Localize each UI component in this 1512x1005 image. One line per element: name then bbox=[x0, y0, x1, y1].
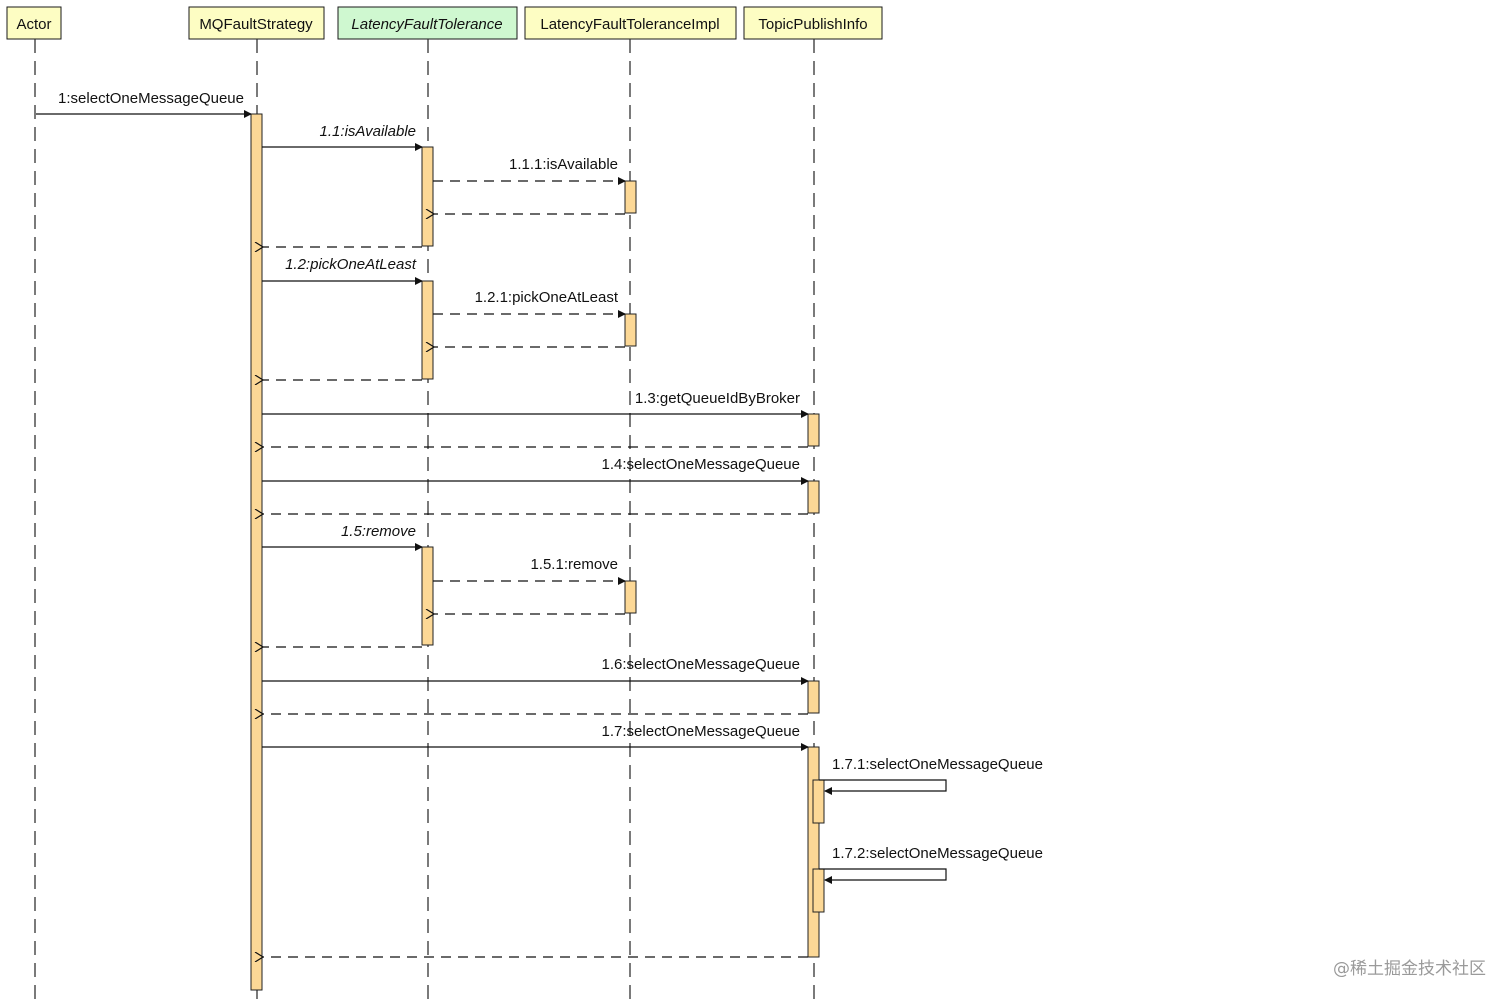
message-label-1-3: 1.3:getQueueIdByBroker bbox=[635, 390, 800, 407]
activation-tpi-selectonemessagequeue-6 bbox=[807, 680, 820, 714]
participant-box-actor bbox=[6, 6, 62, 40]
activation-lft-remove bbox=[421, 546, 434, 646]
activation-tpi-selectonemessagequeue-4 bbox=[807, 480, 820, 514]
message-label-1-7-2: 1.7.2:selectOneMessageQueue bbox=[832, 845, 1043, 862]
activation-tpi-self-7-2 bbox=[812, 868, 825, 913]
message-label-1-1-1: 1.1.1:isAvailable bbox=[509, 156, 618, 173]
activation-lft-pickoneatleast bbox=[421, 280, 434, 380]
activation-lft-isavailable bbox=[421, 146, 434, 247]
activation-tpi-getqueueidbybroker bbox=[807, 413, 820, 447]
participant-box-mqfaultstrategy bbox=[188, 6, 325, 40]
self-call-arrow-1-7-1 bbox=[819, 779, 947, 795]
participant-label-latencyfaulttoleranceimpl: LatencyFaultToleranceImpl bbox=[540, 16, 719, 33]
activation-tpi-self-7-1 bbox=[812, 779, 825, 824]
activation-lfti-remove bbox=[624, 580, 637, 614]
activation-lfti-isavailable bbox=[624, 180, 637, 214]
message-label-1-5-1: 1.5.1:remove bbox=[530, 556, 618, 573]
message-label-1-7: 1.7:selectOneMessageQueue bbox=[602, 723, 800, 740]
participant-topicpublishinfo: TopicPublishInfo bbox=[743, 6, 883, 40]
message-label-1-7-1: 1.7.1:selectOneMessageQueue bbox=[832, 756, 1043, 773]
participant-label-latencyfaulttolerance: LatencyFaultTolerance bbox=[351, 16, 502, 33]
watermark-text: @稀土掘金技术社区 bbox=[1333, 959, 1486, 979]
participant-box-topicpublishinfo bbox=[743, 6, 883, 40]
participant-box-latencyfaulttoleranceimpl bbox=[524, 6, 737, 40]
participant-label-mqfaultstrategy: MQFaultStrategy bbox=[199, 16, 313, 33]
participant-box-latencyfaulttolerance bbox=[337, 6, 518, 40]
participant-mqfaultstrategy: MQFaultStrategy bbox=[188, 6, 325, 40]
participant-label-topicpublishinfo: TopicPublishInfo bbox=[758, 16, 867, 33]
message-label-1-6: 1.6:selectOneMessageQueue bbox=[602, 656, 800, 673]
self-call-arrow-1-7-2 bbox=[819, 868, 947, 884]
message-label-1: 1:selectOneMessageQueue bbox=[58, 90, 244, 107]
activation-tpi-selectonemessagequeue-7 bbox=[807, 746, 820, 958]
message-label-1-2-1: 1.2.1:pickOneAtLeast bbox=[475, 289, 619, 306]
message-label-1-1: 1.1:isAvailable bbox=[320, 123, 416, 140]
message-label-1-2: 1.2:pickOneAtLeast bbox=[285, 256, 417, 273]
message-label-1-5: 1.5:remove bbox=[341, 523, 416, 540]
activation-lfti-pickoneatleast bbox=[624, 313, 637, 347]
message-label-1-4: 1.4:selectOneMessageQueue bbox=[602, 456, 800, 473]
participant-label-actor: Actor bbox=[16, 16, 51, 33]
activation-mqfaultstrategy bbox=[250, 113, 263, 991]
participant-latencyfaulttoleranceimpl: LatencyFaultToleranceImpl bbox=[524, 6, 737, 40]
participant-actor: Actor bbox=[6, 6, 62, 40]
participant-latencyfaulttolerance: LatencyFaultTolerance bbox=[337, 6, 518, 40]
